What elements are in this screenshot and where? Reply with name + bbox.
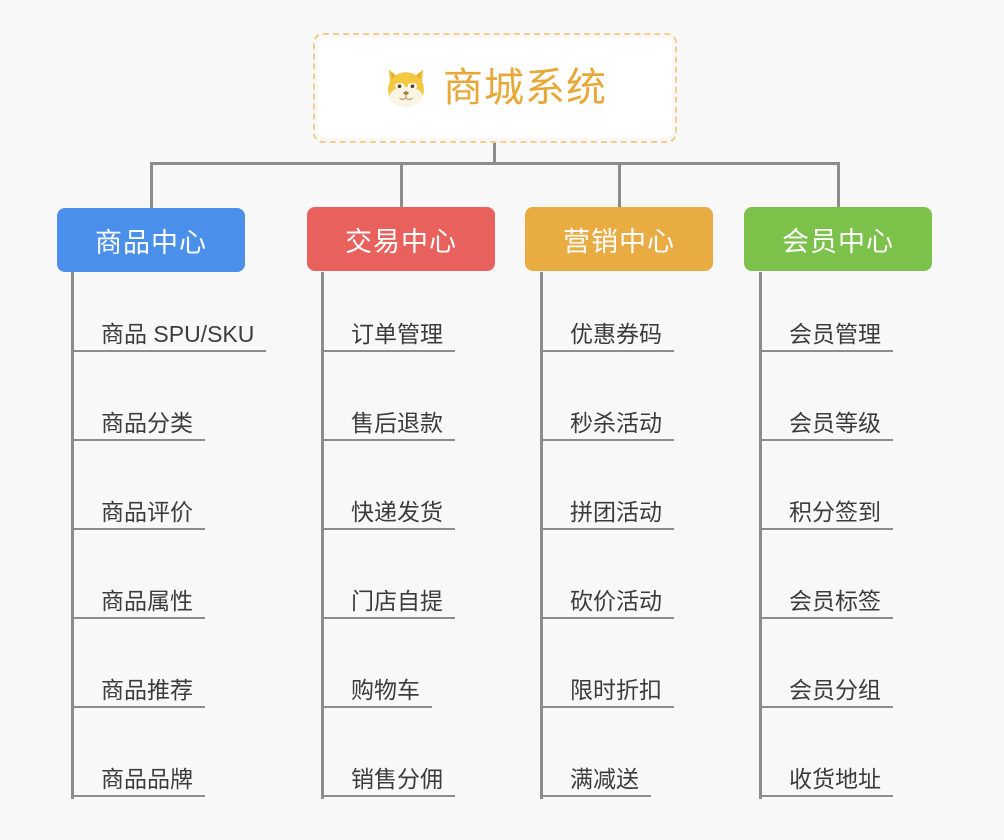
leaf-item-label: 优惠券码 [570, 321, 662, 347]
leaf-item-label: 砍价活动 [570, 588, 662, 614]
leaf-underline [321, 706, 432, 708]
column-spine-connector [540, 272, 543, 799]
leaf-underline [540, 528, 674, 530]
leaf-item-label: 商品评价 [101, 499, 193, 525]
leaf-underline [759, 706, 893, 708]
leaf-underline [71, 795, 205, 797]
leaf-item-label: 会员标签 [789, 588, 881, 614]
leaf-item-label: 销售分佣 [351, 766, 443, 792]
leaf-underline [71, 617, 205, 619]
leaf-underline [540, 439, 674, 441]
leaf-item-label: 收货地址 [789, 766, 881, 792]
leaf-item-label: 售后退款 [351, 410, 443, 436]
leaf-underline [540, 617, 674, 619]
category-header-trade-center[interactable]: 交易中心 [307, 207, 495, 271]
leaf-item-label: 订单管理 [351, 321, 443, 347]
leaf-item-label: 商品属性 [101, 588, 193, 614]
leaf-underline [71, 528, 205, 530]
leaf-item-label: 积分签到 [789, 499, 881, 525]
category-header-label: 商品中心 [95, 227, 207, 258]
leaf-underline [759, 617, 893, 619]
leaf-item-label: 商品品牌 [101, 766, 193, 792]
leaf-item-label: 会员管理 [789, 321, 881, 347]
category-header-label: 营销中心 [563, 226, 675, 257]
leaf-item-label: 商品推荐 [101, 677, 193, 703]
leaf-underline [321, 617, 455, 619]
leaf-underline [759, 439, 893, 441]
shiba-dog-face-icon [388, 69, 424, 109]
branch-drop-connector-4 [837, 162, 840, 208]
leaf-underline [321, 350, 455, 352]
leaf-underline [71, 439, 205, 441]
category-header-member-center[interactable]: 会员中心 [744, 207, 932, 271]
leaf-item-label: 门店自提 [351, 588, 443, 614]
leaf-item-label: 满减送 [570, 766, 639, 792]
leaf-underline [759, 795, 893, 797]
category-header-label: 会员中心 [782, 226, 894, 257]
leaf-underline [321, 795, 455, 797]
branch-drop-connector-3 [618, 162, 621, 208]
leaf-item-label: 秒杀活动 [570, 410, 662, 436]
leaf-underline [759, 528, 893, 530]
column-spine-connector [759, 272, 762, 799]
leaf-item-label: 会员等级 [789, 410, 881, 436]
leaf-underline [540, 795, 651, 797]
category-header-marketing-center[interactable]: 营销中心 [525, 207, 713, 271]
root-title: 商城系统 [443, 66, 607, 110]
category-header-label: 交易中心 [345, 226, 457, 257]
column-spine-connector [71, 272, 74, 799]
leaf-underline [759, 350, 893, 352]
branch-drop-connector-1 [150, 162, 153, 208]
leaf-item-label: 快递发货 [351, 499, 443, 525]
leaf-item-label: 商品分类 [101, 410, 193, 436]
leaf-underline [321, 439, 455, 441]
category-header-product-center[interactable]: 商品中心 [57, 208, 245, 272]
leaf-item-label: 拼团活动 [570, 499, 662, 525]
column-spine-connector [321, 272, 324, 799]
leaf-underline [71, 350, 266, 352]
root-stem-connector [493, 143, 496, 165]
leaf-underline [540, 706, 674, 708]
leaf-item-label: 会员分组 [789, 677, 881, 703]
root-node-card: 商城系统 [318, 38, 672, 138]
leaf-underline [540, 350, 674, 352]
branch-bus-connector [150, 162, 840, 165]
leaf-item-label: 限时折扣 [570, 677, 662, 703]
leaf-underline [71, 706, 205, 708]
leaf-item-label: 购物车 [351, 677, 420, 703]
branch-drop-connector-2 [400, 162, 403, 208]
leaf-item-label: 商品 SPU/SKU [101, 321, 255, 347]
leaf-underline [321, 528, 455, 530]
root-node[interactable]: 商城系统 [313, 33, 677, 143]
